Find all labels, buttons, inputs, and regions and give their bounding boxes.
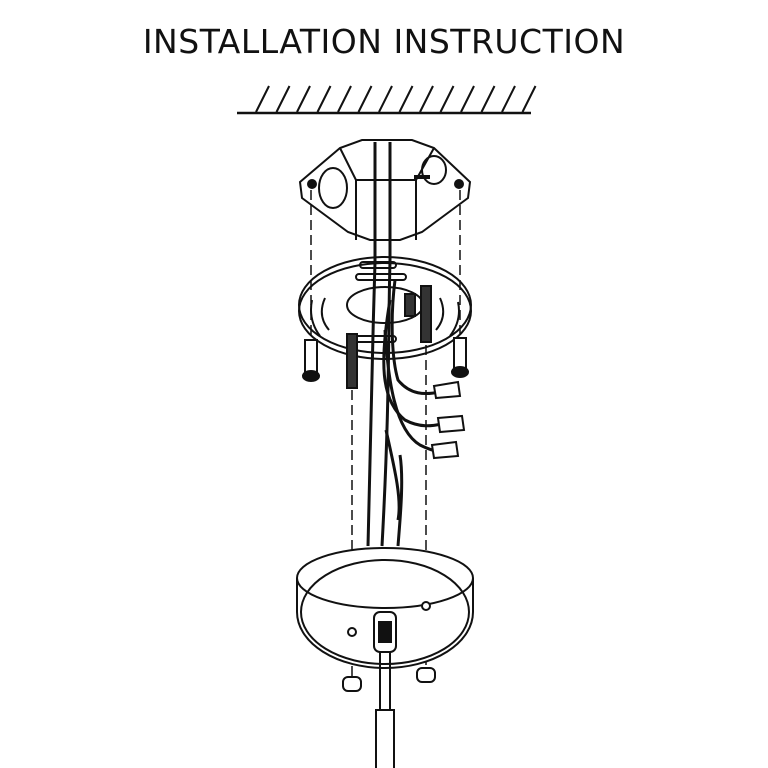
ceiling-hatch bbox=[521, 85, 537, 113]
screw bbox=[453, 337, 467, 369]
screw bbox=[346, 333, 358, 389]
ceiling-hatch bbox=[337, 85, 352, 113]
ceiling-hatch bbox=[378, 85, 393, 113]
nut bbox=[416, 667, 436, 683]
ceiling-hatch bbox=[460, 85, 475, 113]
ceiling-hatch bbox=[296, 85, 311, 113]
screw bbox=[420, 285, 432, 343]
wire-nut bbox=[430, 440, 460, 460]
wire-nuts bbox=[430, 380, 466, 460]
diagram-title: INSTALLATION INSTRUCTION bbox=[142, 22, 626, 61]
canopy bbox=[296, 547, 474, 669]
wires bbox=[366, 142, 443, 547]
ceiling-hatch bbox=[275, 85, 291, 113]
ceiling-hatch bbox=[357, 85, 373, 113]
ceiling-hatch bbox=[419, 85, 434, 113]
wire-nut bbox=[436, 414, 466, 434]
wire-nut bbox=[432, 380, 462, 400]
ceiling-hatch bbox=[501, 85, 516, 113]
ceiling-hatch bbox=[398, 85, 414, 113]
screw bbox=[304, 339, 318, 373]
ceiling-hatch bbox=[316, 85, 332, 113]
junction-box bbox=[298, 139, 472, 241]
screw bbox=[404, 293, 416, 317]
mounting-screws bbox=[302, 285, 469, 389]
ceiling-hatch bbox=[439, 85, 455, 113]
cord bbox=[375, 652, 395, 768]
nut bbox=[342, 676, 362, 692]
canopy-nuts bbox=[342, 667, 436, 692]
ceiling-hatch bbox=[480, 85, 496, 113]
ceiling bbox=[237, 85, 537, 115]
ceiling-hatch bbox=[255, 85, 270, 113]
